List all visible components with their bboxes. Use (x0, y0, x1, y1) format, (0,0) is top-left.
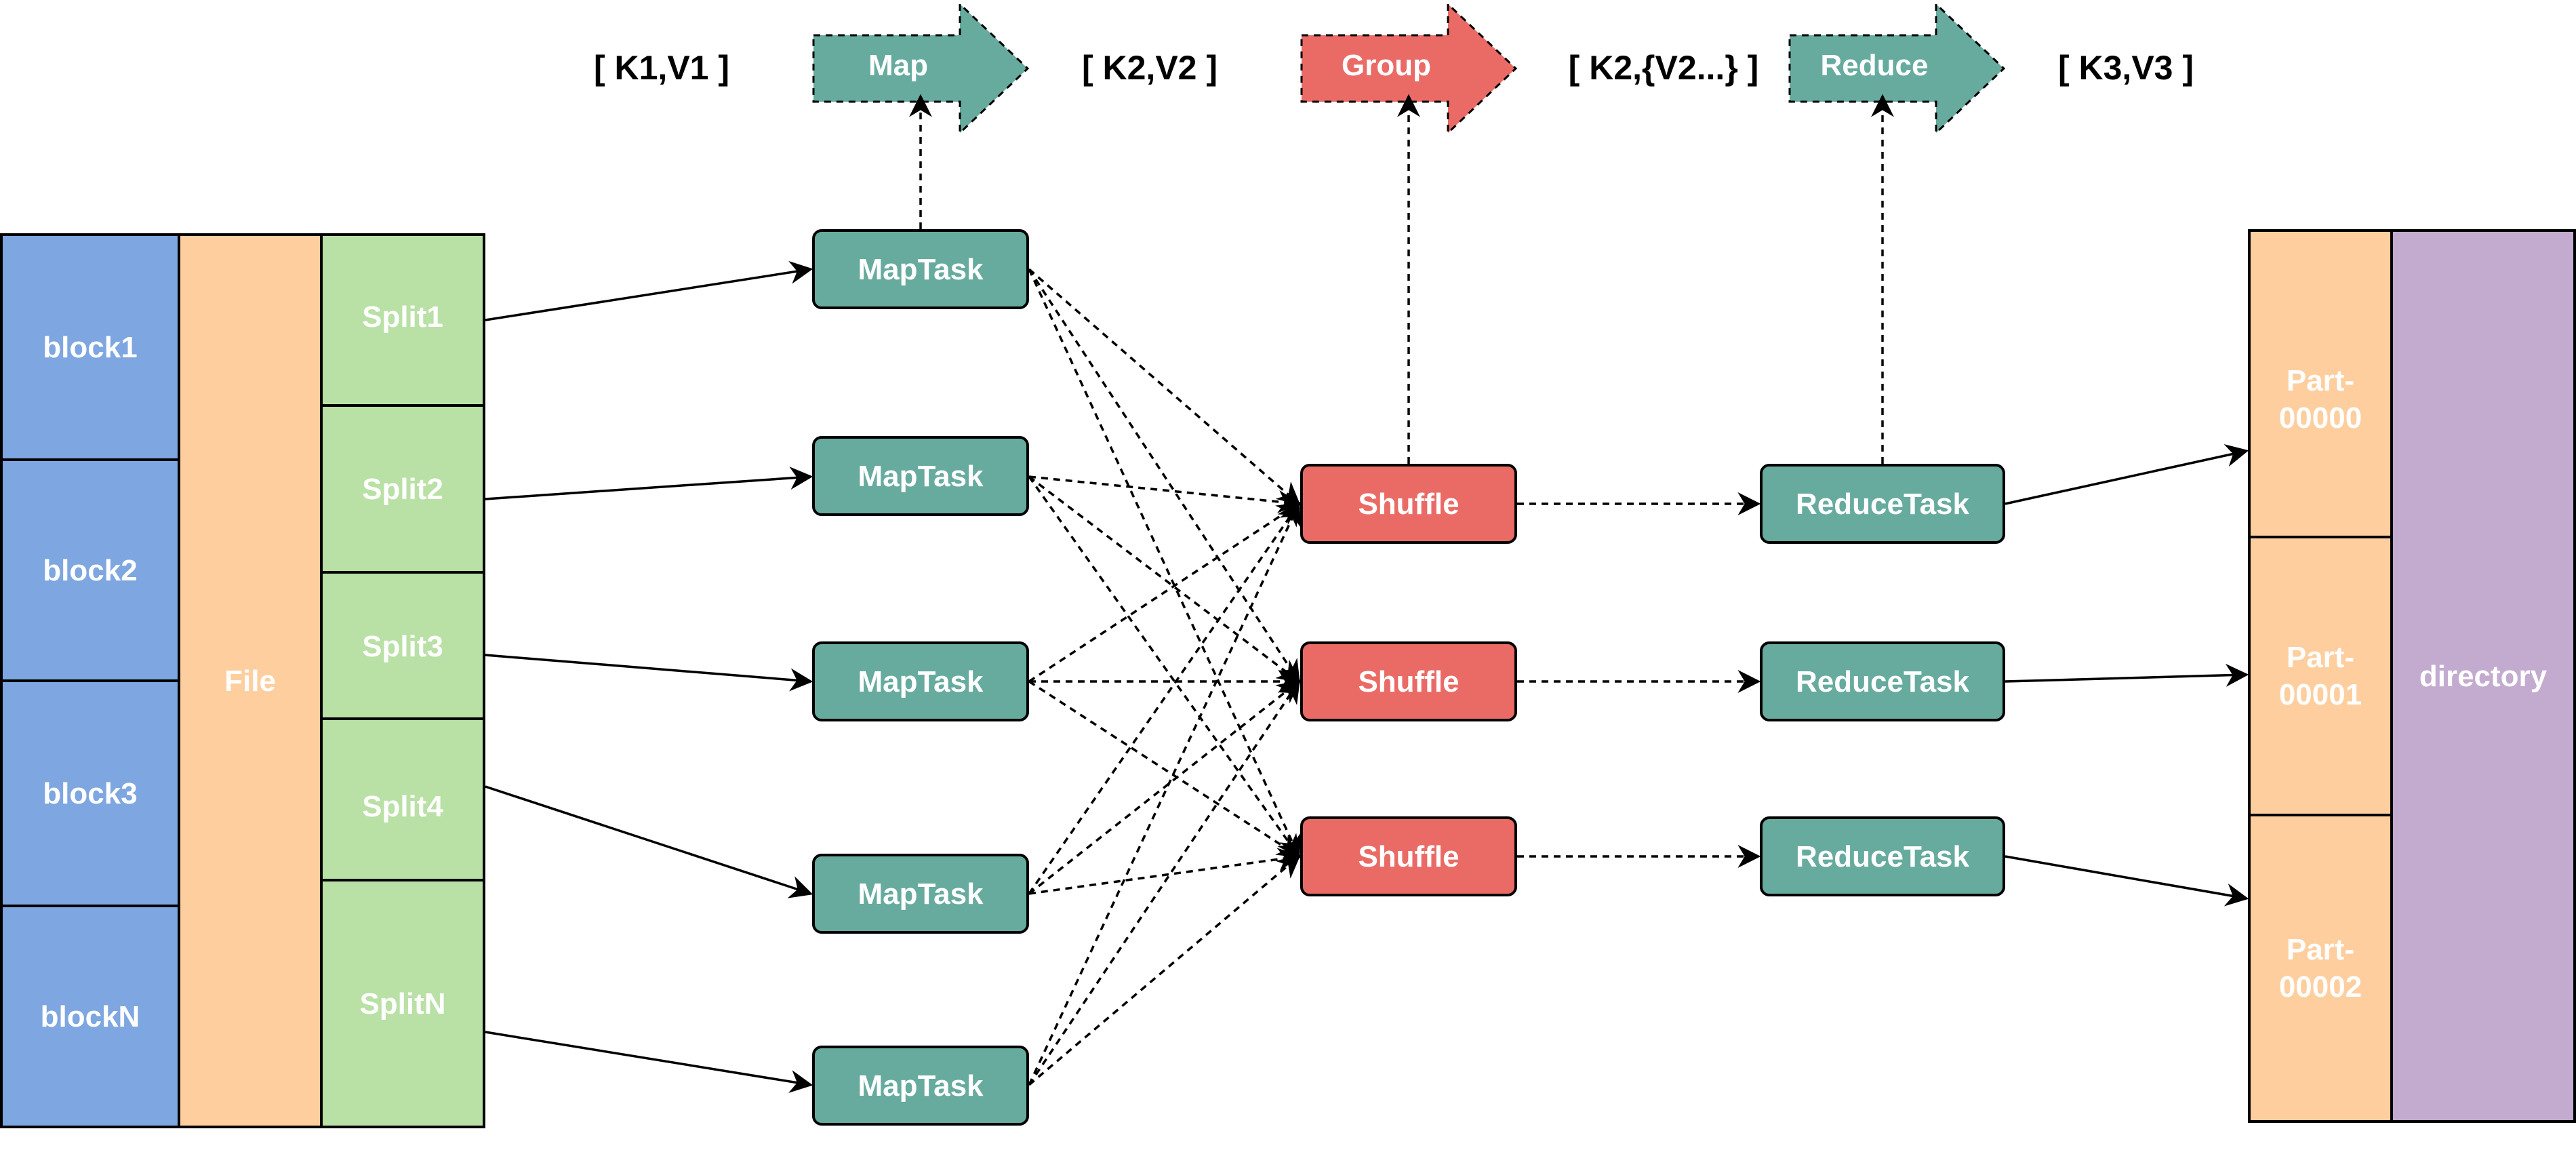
part-00002: Part- 00002 (2248, 814, 2393, 1123)
edge-maptask5-shuffle2 (1028, 679, 1300, 1086)
part-00001: Part- 00001 (2248, 536, 2393, 816)
kv-reduce-output-label: [ K3,V3 ] (2057, 49, 2194, 87)
shuffle-1: Shuffle (1300, 464, 1517, 544)
split-n: SplitN (320, 879, 485, 1128)
edge-reducetask2-part1 (2005, 663, 2249, 687)
edge-maptask3-shuffle1 (1028, 502, 1301, 683)
map-stage-label: Map (868, 49, 928, 82)
map-task-5: MapTask (812, 1046, 1029, 1126)
edge-maptask4-shuffle3 (1028, 848, 1302, 895)
reduce-task-1: ReduceTask (1760, 464, 2005, 544)
edge-maptask2-shuffle2 (1028, 475, 1301, 683)
edge-split2-maptask2 (485, 467, 813, 500)
edge-split3-maptask3 (485, 654, 813, 692)
map-task-2: MapTask (812, 436, 1029, 516)
split-3: Split3 (320, 571, 485, 720)
reduce-task-3: ReduceTask (1760, 816, 2005, 896)
edge-maptask4-shuffle1 (1028, 502, 1300, 894)
split-1: Split1 (320, 233, 485, 407)
part-00000: Part- 00000 (2248, 229, 2393, 538)
shuffle-3: Shuffle (1300, 816, 1517, 896)
edge-maptask1-shuffle3 (1028, 269, 1301, 859)
map-task-1: MapTask (812, 229, 1029, 309)
edge-maptask2-shuffle3 (1028, 475, 1300, 858)
group-stage-arrow (1300, 1, 1518, 136)
block-n: blockN (0, 905, 180, 1128)
edge-maptask1-shuffle1 (1028, 268, 1301, 506)
kv-group-output-label: [ K2,{V2...} ] (1568, 49, 1759, 87)
edge-reducetask1-part0 (2005, 443, 2249, 505)
edge-reducetask3-part2 (2005, 855, 2249, 907)
directory-box: directory (2390, 229, 2576, 1123)
edge-split4-maptask4 (485, 785, 813, 898)
edge-maptask5-shuffle1 (1028, 501, 1301, 1086)
map-stage-arrow (812, 1, 1030, 136)
reduce-task-2: ReduceTask (1760, 641, 2005, 721)
reduce-stage-arrow (1788, 1, 2006, 136)
group-stage-label: Group (1342, 49, 1431, 82)
block-3: block3 (0, 679, 180, 907)
block-2: block2 (0, 458, 180, 682)
edge-maptask1-shuffle2 (1028, 269, 1300, 683)
file-box: File (178, 233, 323, 1128)
shuffle-2: Shuffle (1300, 641, 1517, 721)
edge-maptask5-shuffle3 (1028, 854, 1301, 1086)
edge-splitn-maptask5 (485, 1031, 813, 1093)
split-2: Split2 (320, 404, 485, 574)
block-1: block1 (0, 233, 180, 461)
edge-maptask2-shuffle1 (1028, 475, 1302, 513)
kv-map-output-label: [ K2,V2 ] (1081, 49, 1218, 87)
edge-split1-maptask1 (485, 260, 813, 321)
edge-maptask3-shuffle3 (1028, 680, 1301, 858)
split-4: Split4 (320, 717, 485, 881)
map-task-3: MapTask (812, 641, 1029, 721)
reduce-stage-label: Reduce (1820, 49, 1929, 82)
map-task-4: MapTask (812, 854, 1029, 934)
edge-maptask4-shuffle2 (1028, 679, 1301, 895)
kv-input-label: [ K1,V1 ] (593, 49, 730, 87)
